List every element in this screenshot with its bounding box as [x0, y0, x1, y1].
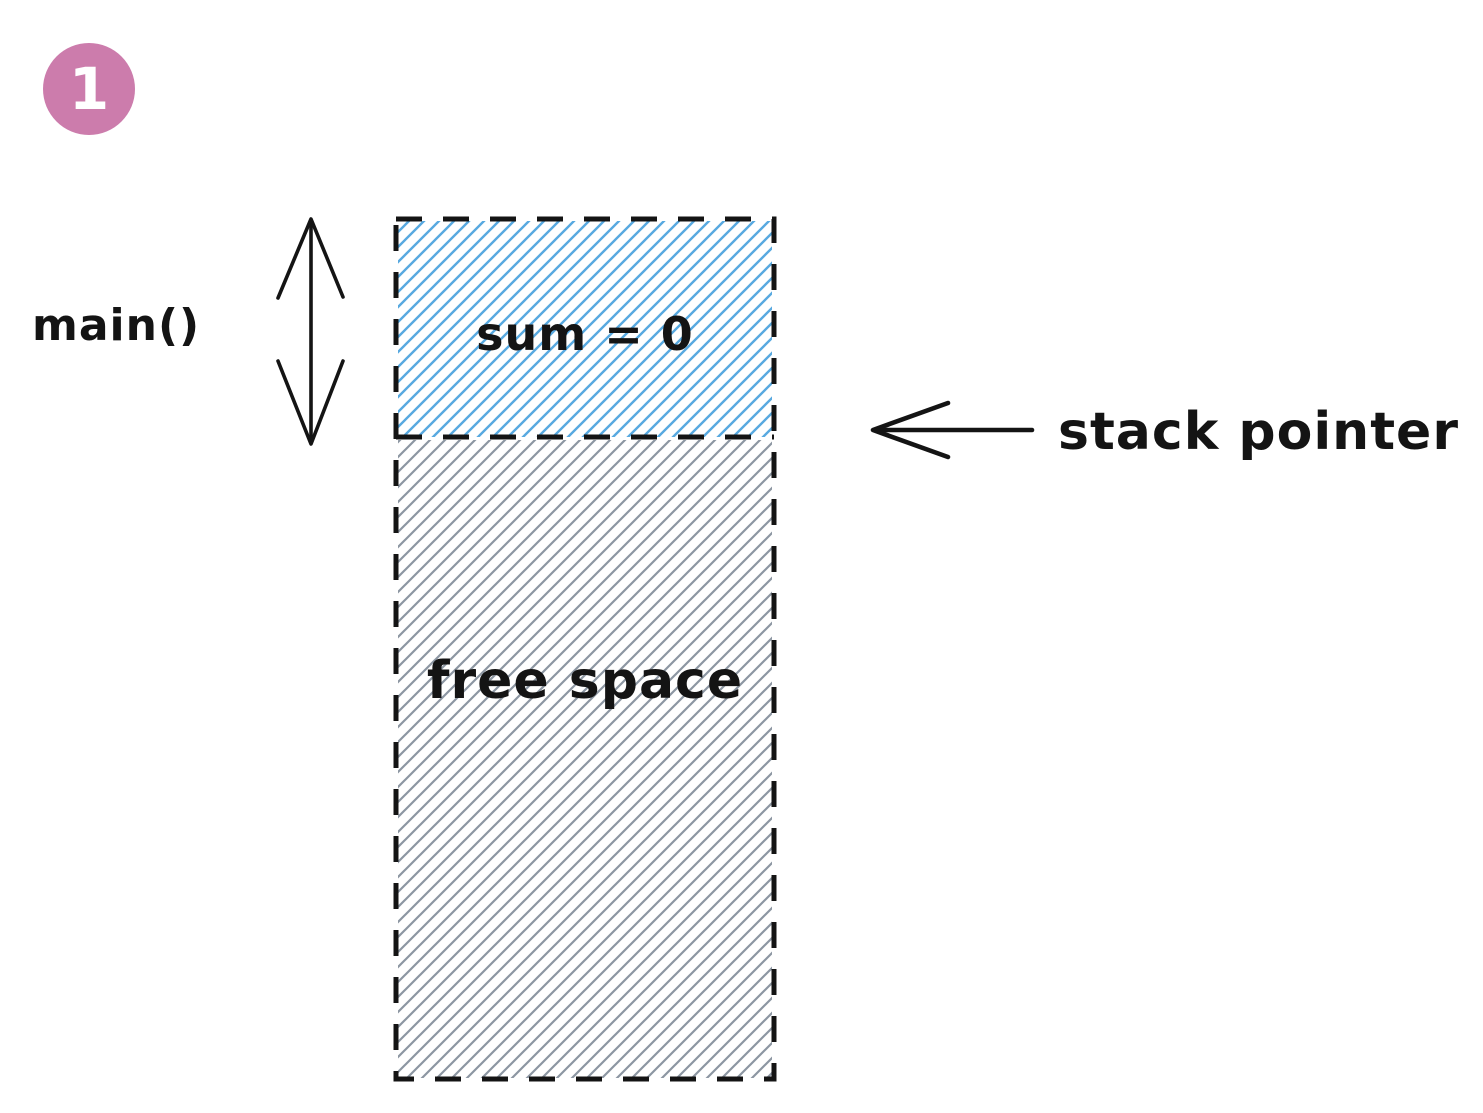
- stack-rect-border: [393, 216, 777, 1082]
- stack-pointer-arrow-icon: [870, 400, 1035, 460]
- stack-pointer-label: stack pointer: [1058, 402, 1459, 462]
- step-number: 1: [68, 55, 110, 123]
- frame-variable-label: sum = 0: [476, 307, 694, 361]
- free-space-label: free space: [426, 651, 744, 711]
- frame-function-label: main(): [32, 300, 201, 351]
- free-space-hatch: [398, 440, 772, 1078]
- stack-frame-hatch: [398, 221, 772, 437]
- step-badge: 1: [43, 43, 135, 135]
- frame-extent-arrow-icon: [276, 217, 345, 446]
